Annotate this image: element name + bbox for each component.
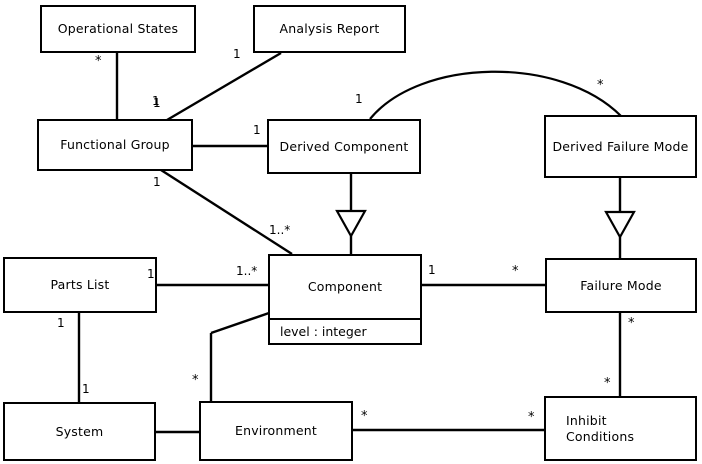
assoc-functional-group-analysis-report: [166, 51, 282, 122]
multiplicity-functional-group-component-end: 1: [153, 175, 161, 189]
multiplicity-component-functional-group-end: 1..*: [269, 223, 291, 237]
assoc-environment-component-diagonal: [210, 311, 270, 335]
class-box-operational-states[interactable]: Operational States: [40, 5, 196, 53]
multiplicity-parts-list-system-end: 1: [57, 316, 65, 330]
multiplicity-system-parts-list-end: 1: [82, 382, 90, 396]
multiplicity-operational-states-end: *: [95, 54, 102, 69]
class-box-failure-mode[interactable]: Failure Mode: [545, 258, 697, 313]
multiplicity-inhibit-conditions-environment-end: *: [528, 410, 535, 425]
multiplicity-environment-component-end: *: [192, 373, 199, 388]
multiplicity-failure-mode-inhibit-conditions-end: *: [628, 316, 635, 331]
class-box-derived-component[interactable]: Derived Component: [267, 119, 421, 174]
multiplicity-failure-mode-component-end: *: [512, 264, 519, 279]
class-box-analysis-report[interactable]: Analysis Report: [253, 5, 406, 53]
multiplicity-inhibit-conditions-failure-mode-end: *: [604, 376, 611, 391]
multiplicity-derived-component-functional-group-end: 1: [253, 123, 261, 137]
multiplicity-derived-failure-mode-arc-end: *: [597, 78, 604, 93]
class-box-functional-group[interactable]: Functional Group: [37, 119, 193, 171]
multiplicity-analysis-report-end: 1: [233, 47, 241, 61]
class-box-derived-failure-mode[interactable]: Derived Failure Mode: [544, 115, 697, 178]
class-name-failure-mode: Failure Mode: [580, 277, 662, 293]
class-attribute-component-level: level : integer: [270, 318, 420, 343]
class-name-inhibit-conditions: Inhibit Conditions: [566, 412, 635, 444]
generalization-triangle-derived-component: [335, 209, 367, 239]
class-name-functional-group: Functional Group: [60, 137, 170, 153]
class-name-derived-failure-mode: Derived Failure Mode: [552, 138, 689, 154]
multiplicity-component-failure-mode-end: 1: [428, 263, 436, 277]
class-box-component[interactable]: Component level : integer: [268, 254, 422, 345]
class-box-inhibit-conditions[interactable]: Inhibit Conditions: [544, 396, 697, 461]
generalization-triangle-derived-failure-mode: [604, 210, 636, 240]
assoc-functional-group-component: [160, 168, 293, 256]
class-box-parts-list[interactable]: Parts List: [3, 257, 157, 313]
class-name-analysis-report: Analysis Report: [279, 21, 380, 37]
class-box-environment[interactable]: Environment: [199, 401, 353, 461]
multiplicity-functional-group-analysis-report-end: 1: [153, 96, 161, 110]
class-name-component: Component: [307, 279, 383, 295]
multiplicity-functional-group-operational-states-end: 1: [152, 94, 160, 108]
class-box-system[interactable]: System: [3, 402, 156, 461]
class-name-parts-list: Parts List: [50, 277, 110, 293]
multiplicity-derived-component-arc-end: 1: [355, 92, 363, 106]
class-name-derived-component: Derived Component: [279, 138, 409, 154]
multiplicity-parts-list-component-end: 1: [147, 267, 155, 281]
multiplicity-environment-inhibit-conditions-end: *: [361, 409, 368, 424]
class-name-system: System: [55, 423, 104, 439]
multiplicity-component-parts-list-end: 1..*: [236, 264, 258, 278]
class-name-operational-states: Operational States: [57, 21, 179, 37]
assoc-derived-component-derived-failure-mode: [369, 70, 622, 120]
class-name-environment: Environment: [234, 423, 318, 439]
